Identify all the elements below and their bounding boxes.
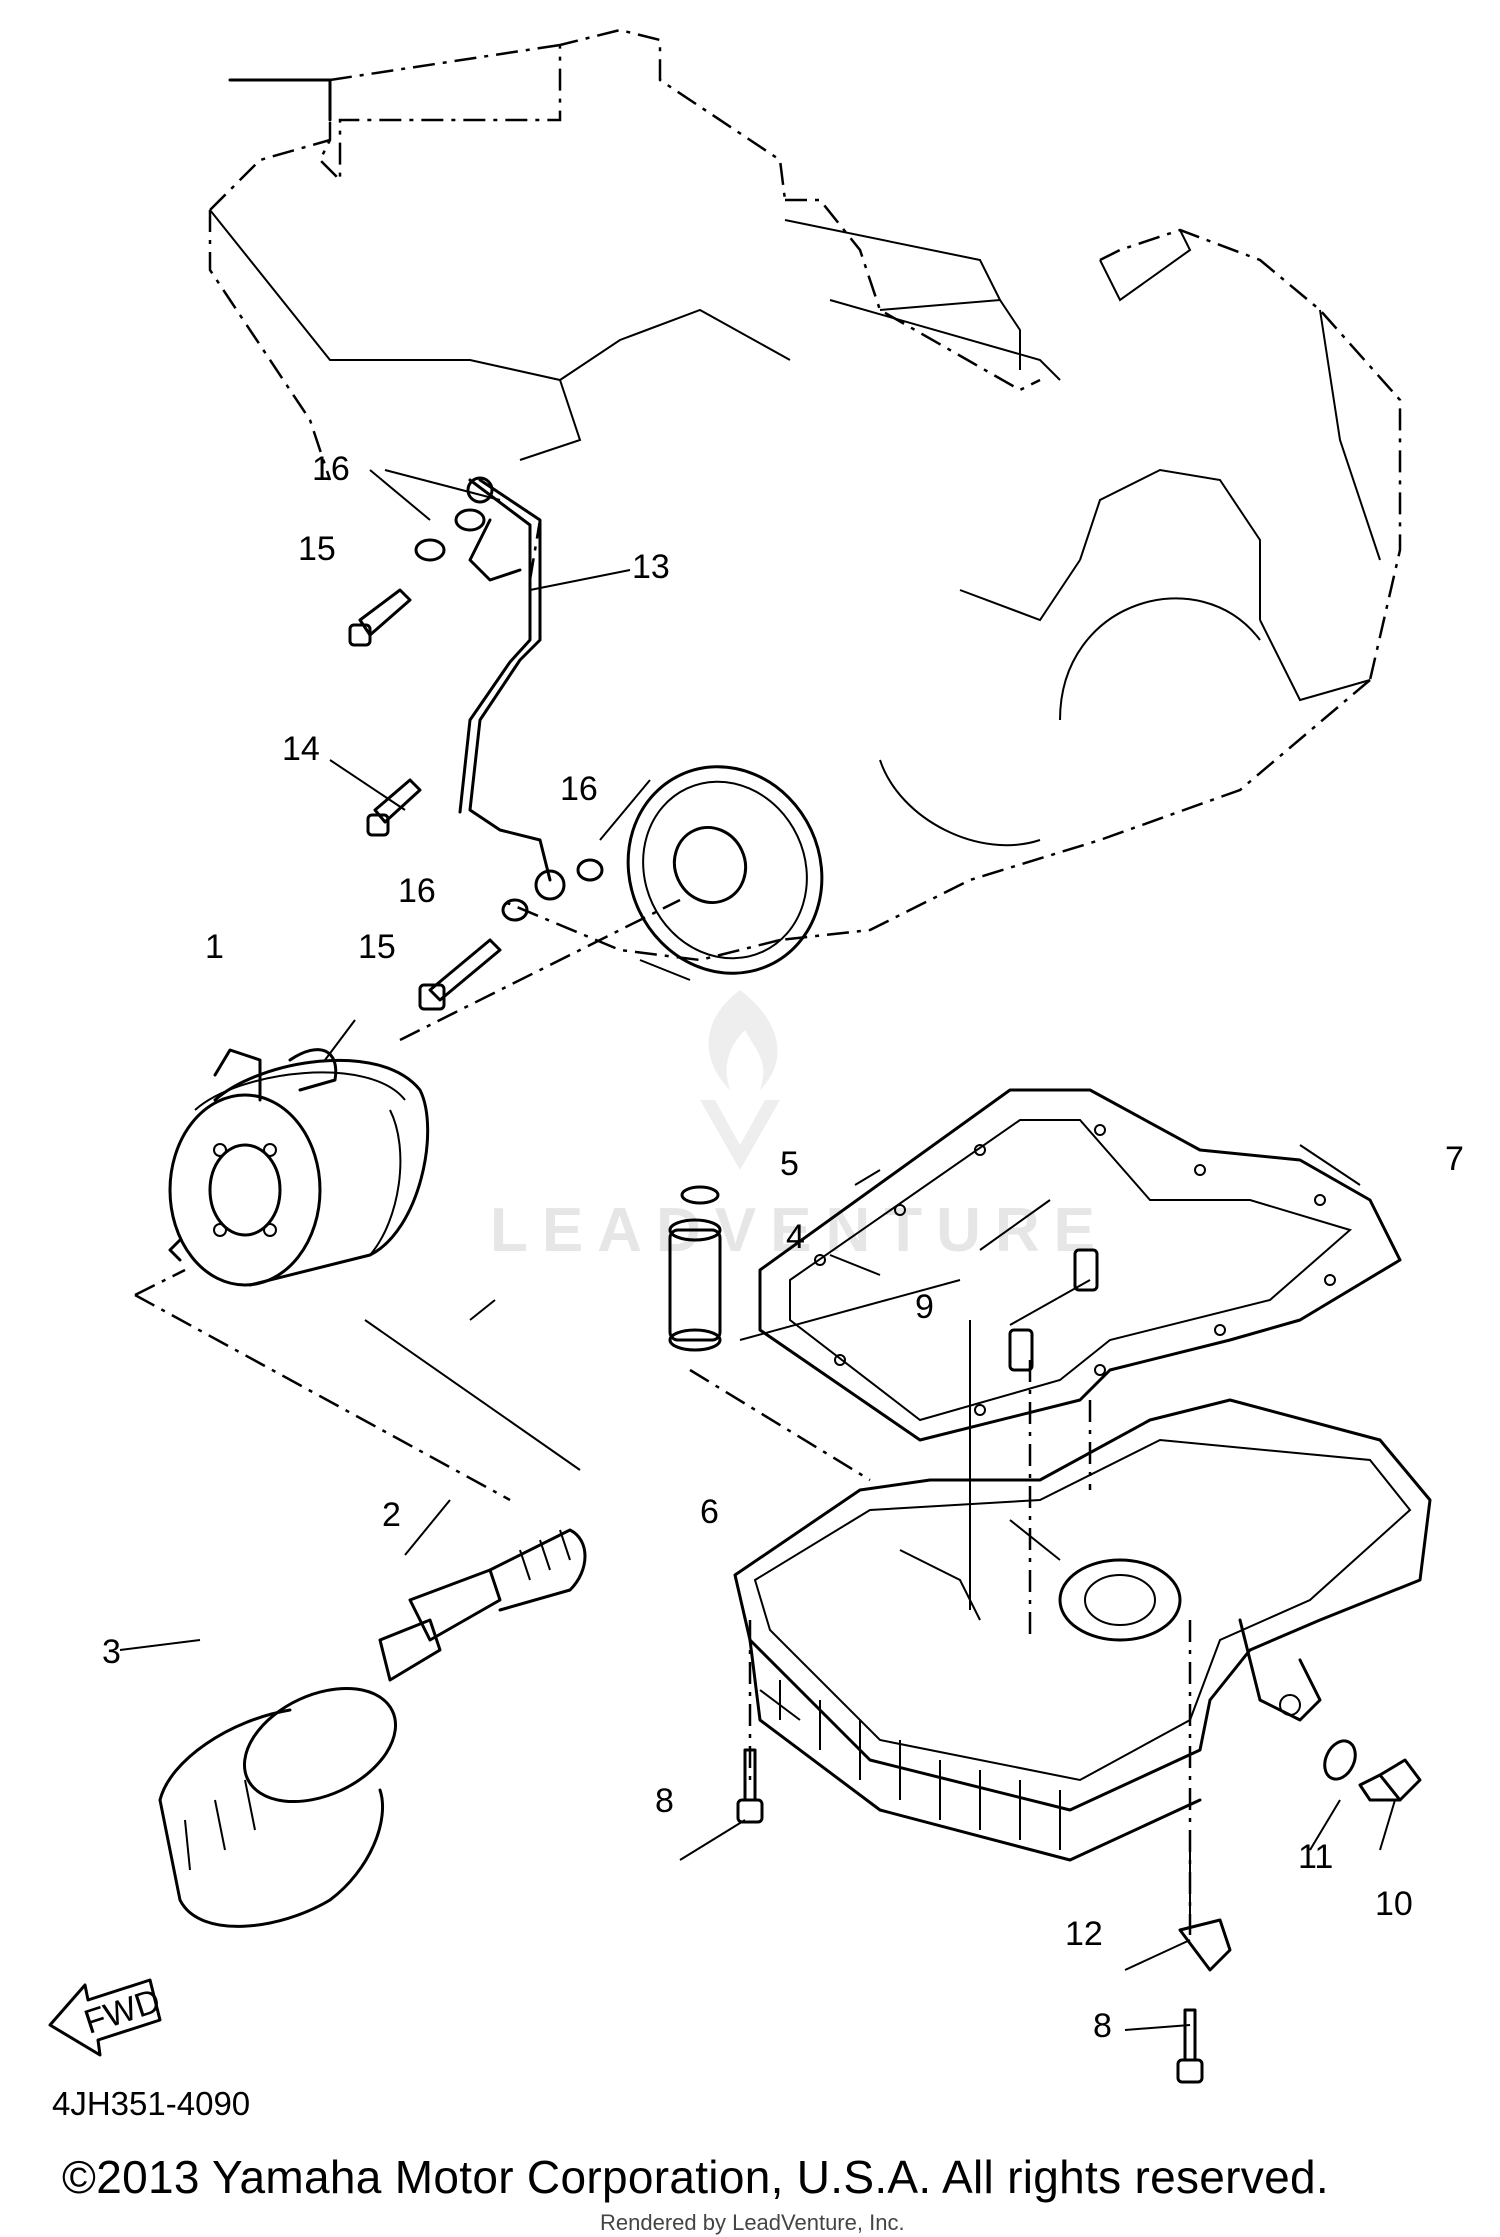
callout-6: 6 <box>700 1493 719 1531</box>
callout-12: 12 <box>1065 1915 1103 1953</box>
callout-9: 9 <box>915 1288 934 1326</box>
callout-8: 8 <box>1093 2007 1112 2045</box>
union-bolt <box>378 1528 587 1682</box>
callout-4: 4 <box>786 1218 805 1256</box>
callout-labels: 16 15 13 14 16 16 15 1 5 7 4 9 6 2 3 8 1… <box>102 450 1464 2045</box>
callout-15: 15 <box>358 928 396 966</box>
oil-filter <box>158 1686 398 1928</box>
leader-lines <box>119 469 1396 2031</box>
assembly-lines <box>134 519 1192 1935</box>
callout-16: 16 <box>560 770 598 808</box>
callout-8: 8 <box>655 1782 674 1820</box>
callout-14: 14 <box>282 730 320 768</box>
drain-bolt <box>1358 1758 1422 1802</box>
oil-filter-mount-boss <box>599 765 824 981</box>
oil-cooler <box>168 1048 430 1287</box>
pipe-clamp <box>1178 1918 1232 1972</box>
pan-bolt-lower <box>1176 2008 1204 2084</box>
callout-10: 10 <box>1375 1885 1413 1923</box>
o-ring <box>680 1185 720 1205</box>
callout-16: 16 <box>312 450 350 488</box>
oil-pan-gasket <box>758 1088 1402 1442</box>
forward-arrow: FWD <box>48 1978 165 2057</box>
callout-15: 15 <box>298 530 336 568</box>
copyright-notice: ©2013 Yamaha Motor Corporation, U.S.A. A… <box>62 2151 1329 2203</box>
relief-valve <box>668 1218 722 1352</box>
diagram-code: 4JH351-4090 <box>52 2085 251 2122</box>
fasteners <box>348 508 604 1011</box>
callout-1: 1 <box>205 928 224 966</box>
callout-7: 7 <box>1445 1140 1464 1178</box>
pan-bolt-upper <box>736 1748 764 1824</box>
drain-gasket <box>1323 1739 1357 1781</box>
dowel-pins <box>1008 1248 1099 1372</box>
watermark: LEADVENTURE <box>490 1196 1110 1265</box>
callout-13: 13 <box>632 548 670 586</box>
callout-16: 16 <box>398 872 436 910</box>
callout-5: 5 <box>780 1145 799 1183</box>
oil-pan <box>733 1398 1432 1862</box>
engine-details <box>209 78 1381 847</box>
engine-block <box>208 28 1402 962</box>
callout-3: 3 <box>102 1633 121 1671</box>
rendered-by-credit: Rendered by LeadVenture, Inc. <box>600 2210 905 2235</box>
callout-11: 11 <box>1298 1838 1333 1876</box>
oil-pipe <box>458 476 566 901</box>
watermark-logo <box>700 990 780 1170</box>
callout-2: 2 <box>382 1496 401 1534</box>
